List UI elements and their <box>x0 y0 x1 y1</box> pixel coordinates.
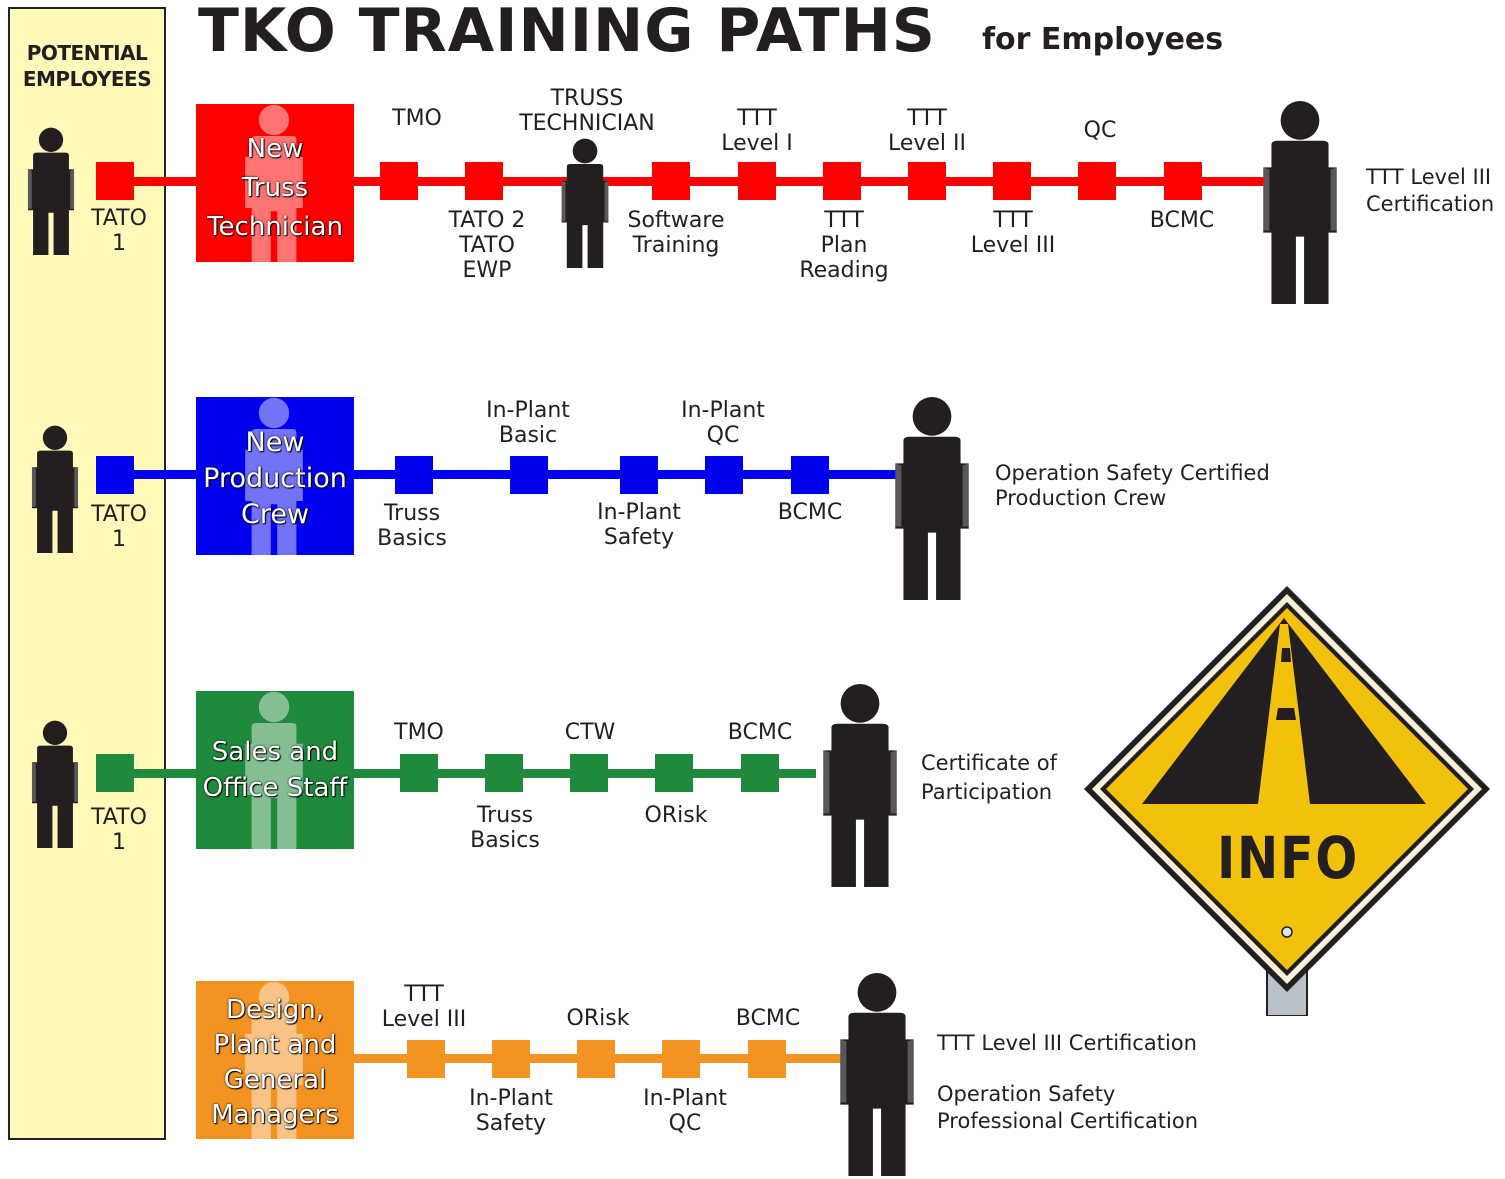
green-path-line <box>96 769 816 778</box>
path-node <box>407 1040 445 1078</box>
path-node <box>652 162 690 200</box>
info-sign-text: INFO <box>1216 824 1359 892</box>
person-icon <box>825 972 929 1176</box>
path-node <box>570 754 608 792</box>
path-node <box>380 162 418 200</box>
milestone-label: QC <box>1083 118 1117 143</box>
milestone-label: TMO <box>394 720 444 745</box>
path-node <box>96 162 134 200</box>
path-node <box>662 1040 700 1078</box>
page-subtitle: for Employees <box>982 22 1224 57</box>
path-node <box>96 754 134 792</box>
path-node <box>510 456 548 494</box>
path-node <box>908 162 946 200</box>
path-node <box>748 1040 786 1078</box>
person-icon <box>1248 100 1352 304</box>
path-node <box>577 1040 615 1078</box>
person-icon <box>880 396 984 600</box>
page-title: TKO TRAINING PATHS <box>198 0 936 66</box>
milestone-label: BCMC <box>777 500 843 525</box>
result-label: TTT Level III Certification Operation Sa… <box>937 1031 1199 1133</box>
path-node <box>823 162 861 200</box>
milestone-label: ORisk <box>566 1006 630 1031</box>
path-node <box>1164 162 1202 200</box>
info-sign: INFO <box>1084 584 1492 1017</box>
path-node <box>395 456 433 494</box>
path-node <box>492 1040 530 1078</box>
person-icon <box>18 127 84 255</box>
potential-employees-heading: POTENTIAL EMPLOYEES <box>22 41 152 91</box>
path-node <box>705 456 743 494</box>
path-node <box>741 754 779 792</box>
road-icon <box>1084 586 1490 1017</box>
person-icon <box>552 138 618 268</box>
path-node <box>791 456 829 494</box>
milestone-label: BCMC <box>735 1006 801 1031</box>
path-node <box>96 456 134 494</box>
path-node <box>655 754 693 792</box>
milestone-label: BCMC <box>727 720 793 745</box>
person-icon <box>808 683 912 887</box>
milestone-label: CTW <box>564 720 616 745</box>
milestone-label: BCMC <box>1149 208 1215 233</box>
path-node <box>400 754 438 792</box>
blue-path-line <box>96 470 896 479</box>
path-node <box>993 162 1031 200</box>
milestone-label: TMO <box>392 106 442 131</box>
path-node <box>485 754 523 792</box>
path-node <box>620 456 658 494</box>
path-node <box>738 162 776 200</box>
milestone-label: ORisk <box>644 803 708 828</box>
path-node <box>1078 162 1116 200</box>
person-icon <box>22 425 88 553</box>
path-node <box>465 162 503 200</box>
person-icon <box>22 720 88 848</box>
